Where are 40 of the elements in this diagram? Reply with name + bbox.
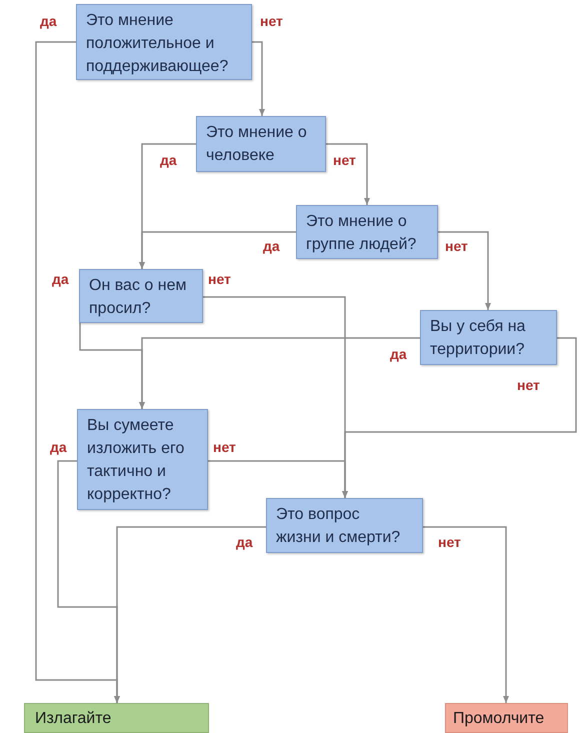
edge-label: нет <box>213 439 236 455</box>
decision-box <box>76 4 252 80</box>
node-text: Промолчите <box>453 709 546 729</box>
flow-arrow <box>208 460 348 498</box>
flow-arrow <box>139 231 296 269</box>
decision-box <box>79 269 203 323</box>
decision-box <box>296 205 438 259</box>
edge-label: нет <box>438 534 461 550</box>
edge-label: да <box>52 271 69 287</box>
decision-box <box>420 310 557 365</box>
edge-label: нет <box>260 13 283 29</box>
edge-label: нет <box>517 377 540 393</box>
node-text: Вы у себя на территории? <box>430 317 526 360</box>
edge-label: да <box>390 346 407 362</box>
node-text: Это мнение о группе людей? <box>306 212 418 255</box>
decision-box <box>77 409 208 510</box>
edge-label: нет <box>208 271 231 287</box>
outcome-box <box>24 703 209 733</box>
edge-label: нет <box>333 152 356 168</box>
flow-arrow <box>139 337 420 409</box>
node-text: Это вопрос жизни и смерти? <box>276 505 402 548</box>
flow-arrow <box>423 526 509 703</box>
outcome-box <box>445 703 568 733</box>
edge-label: да <box>263 238 280 254</box>
edge-label: нет <box>445 238 468 254</box>
flow-arrow <box>438 231 491 310</box>
flow-arrow <box>326 143 370 205</box>
decision-box <box>196 116 326 172</box>
node-text: Излагайте <box>35 709 112 729</box>
flow-arrow <box>252 41 265 116</box>
node-text: Он вас о нем просил? <box>89 276 188 319</box>
flow-arrow <box>114 526 266 703</box>
edge-label: да <box>160 152 177 168</box>
node-text: Это мнение о человеке <box>206 123 308 166</box>
node-text: Это мнение положительное и поддерживающее? <box>86 11 230 77</box>
edge-label: да <box>50 439 67 455</box>
decision-box <box>266 498 423 553</box>
edge-label: да <box>40 13 57 29</box>
node-text: Вы сумеете изложить его тактично и корректно? <box>87 416 186 505</box>
edge-label: да <box>236 534 253 550</box>
